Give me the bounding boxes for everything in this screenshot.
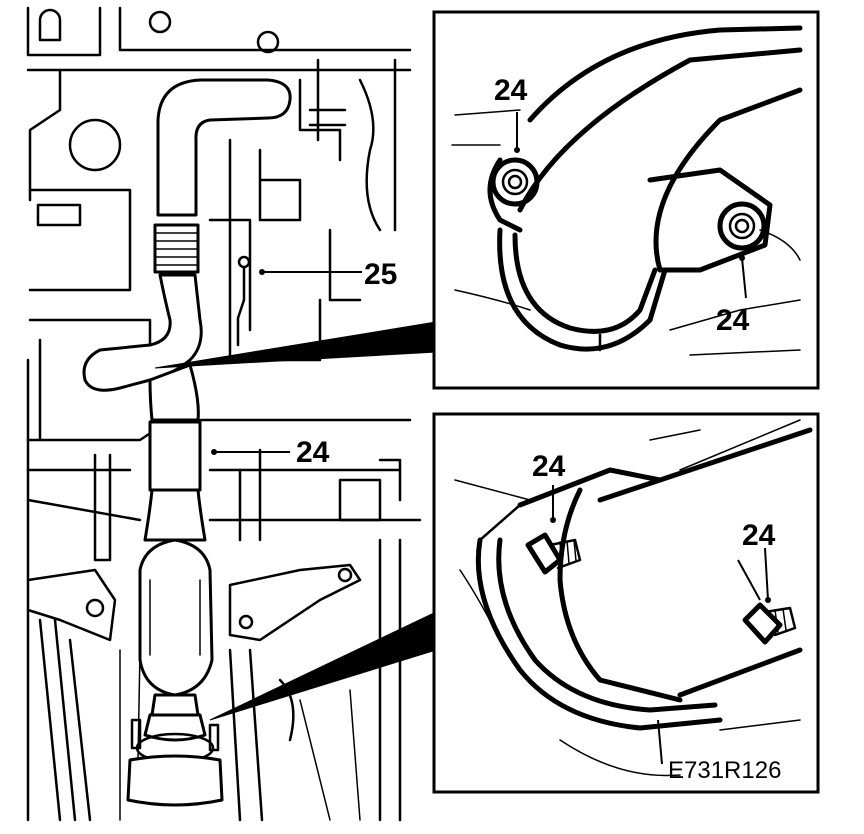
callout-24-top-right: 24 — [716, 304, 750, 337]
callout-24-bottom-right: 24 — [742, 519, 776, 552]
bolt-25 — [236, 255, 251, 347]
detail-view-bottom: 24 24 E731R126 — [432, 412, 820, 794]
detail-view-top: 24 24 — [432, 10, 820, 390]
callout-24-top-left: 24 — [494, 74, 528, 107]
chassis-background — [26, 6, 422, 822]
exhaust-pipe — [82, 78, 292, 807]
callout-25-main: 25 — [364, 258, 397, 291]
leader-25-dot — [259, 269, 265, 275]
callout-24-main: 24 — [296, 436, 330, 469]
callout-24-bottom-left: 24 — [532, 450, 566, 483]
figure-code: E731R126 — [668, 757, 781, 784]
leader-24-main-dot — [211, 449, 217, 455]
